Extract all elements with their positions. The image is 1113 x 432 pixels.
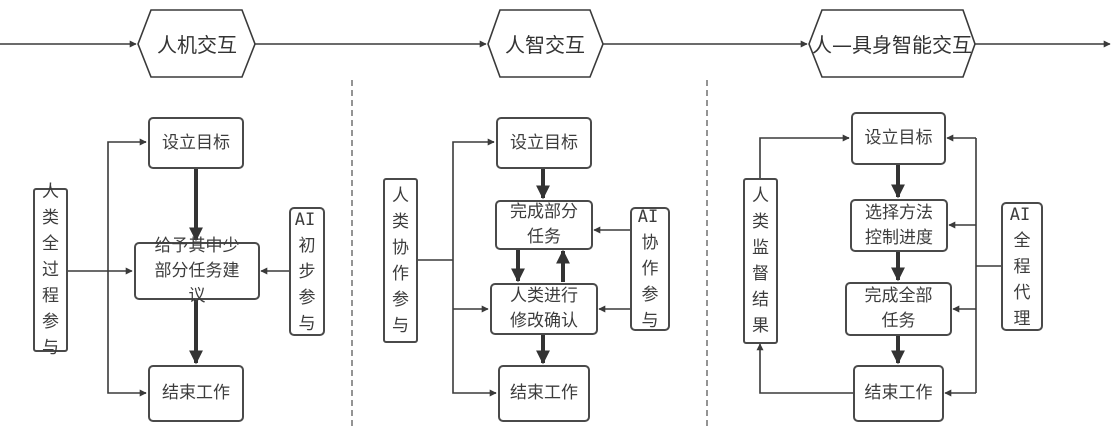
panel-1-connectors xyxy=(67,138,289,397)
ai-prefix: AI xyxy=(1009,204,1031,225)
stage-label-human-computer: 人机交互 xyxy=(157,33,237,57)
human-role-box: 人类协作参与 xyxy=(383,178,418,343)
step-label: 给予其中少部分任务建议 xyxy=(154,235,240,306)
human-role-box: 人类监督结果 xyxy=(743,178,778,344)
step-human-review: 人类进行修改确认 xyxy=(490,283,598,335)
step-set-goal: 设立目标 xyxy=(496,117,592,169)
panel-2-connectors xyxy=(417,138,630,397)
stage-hexagon-3 xyxy=(808,9,976,78)
step-set-goal: 设立目标 xyxy=(851,112,946,165)
step-label: 人类进行修改确认 xyxy=(510,286,578,331)
step-label: 设立目标 xyxy=(864,128,933,148)
stage-hexagon-1 xyxy=(137,9,256,78)
stage-label-human-ai: 人智交互 xyxy=(505,33,585,57)
panel-2-flow-arrows xyxy=(511,169,570,365)
step-label: 结束工作 xyxy=(864,383,933,403)
step-label: 选择方法控制进度 xyxy=(865,202,933,248)
step-label: 设立目标 xyxy=(162,132,230,153)
human-role-box: 人类全过程参与 xyxy=(33,182,68,358)
step-label: 完成部分任务 xyxy=(510,202,578,247)
step-label: 结束工作 xyxy=(162,383,230,403)
human-role-label: 人类全过程参与 xyxy=(41,182,59,358)
ai-prefix: AI xyxy=(637,207,659,227)
step-partial-task: 完成部分任务 xyxy=(495,200,593,250)
panel-3-connectors xyxy=(756,134,1001,397)
step-end-work: 结束工作 xyxy=(148,365,244,422)
step-set-goal: 设立目标 xyxy=(148,117,244,169)
step-label: 结束工作 xyxy=(510,383,578,403)
stage-label-human-embodied-ai: 人—具身智能交互 xyxy=(812,33,972,57)
step-task-suggestion: 给予其中少部分任务建议 xyxy=(134,236,260,306)
step-end-work: 结束工作 xyxy=(498,365,590,422)
stage-hexagon-2 xyxy=(487,9,604,78)
human-role-label: 人类协作参与 xyxy=(391,185,409,336)
human-role-label: 人类监督结果 xyxy=(751,186,769,336)
step-label: 完成全部任务 xyxy=(864,286,933,331)
step-label: 设立目标 xyxy=(510,132,578,153)
step-end-work: 结束工作 xyxy=(853,365,944,422)
step-complete-all: 完成全部任务 xyxy=(845,282,952,336)
step-choose-method: 选择方法控制进度 xyxy=(850,199,948,252)
ai-prefix: AI xyxy=(294,209,316,230)
